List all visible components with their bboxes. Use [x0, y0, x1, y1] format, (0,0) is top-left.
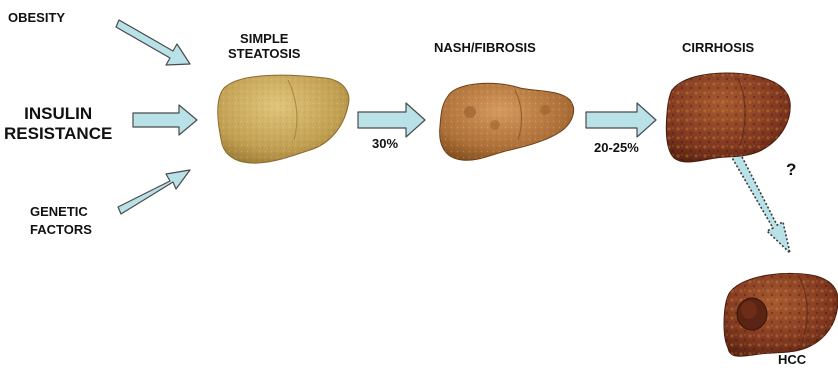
nash-liver: [440, 83, 574, 160]
insulin-arrow: [133, 105, 197, 135]
genetic-arrow: [118, 170, 190, 214]
cirrhosis-liver: [666, 73, 790, 162]
cirrhosis-to-hcc-arrow: [731, 151, 790, 253]
steatosis-to-nash-arrow: [358, 103, 425, 137]
steatosis-liver: [218, 75, 349, 163]
nash-to-cirrhosis-arrow: [586, 103, 656, 137]
obesity-arrow: [116, 20, 190, 65]
tumor-nodule: [737, 298, 767, 330]
